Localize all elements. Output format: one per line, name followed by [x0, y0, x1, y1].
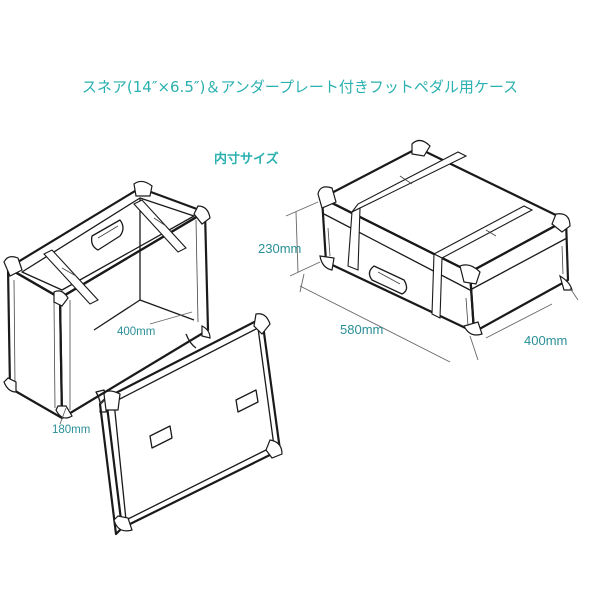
outer-width-dimension: 580mm [340, 322, 384, 337]
inner-depth-dimension: 180mm [52, 424, 91, 436]
outer-height-dimension: 230mm [258, 241, 302, 256]
outer-depth-dimension: 400mm [524, 333, 568, 348]
outer-dimension-lines [285, 201, 579, 363]
closed-case [317, 139, 573, 336]
inner-size-label: 内寸サイズ [214, 152, 279, 167]
diagram-title: スネア(14″×6.5″)＆アンダープレート付きフットペダル用ケース [81, 78, 519, 96]
inner-depth-leader [59, 407, 67, 425]
open-case-base [3, 180, 211, 420]
inner-width-dimension: 400mm [117, 326, 156, 338]
case-lid [98, 313, 283, 536]
inner-width-leader [149, 311, 193, 325]
